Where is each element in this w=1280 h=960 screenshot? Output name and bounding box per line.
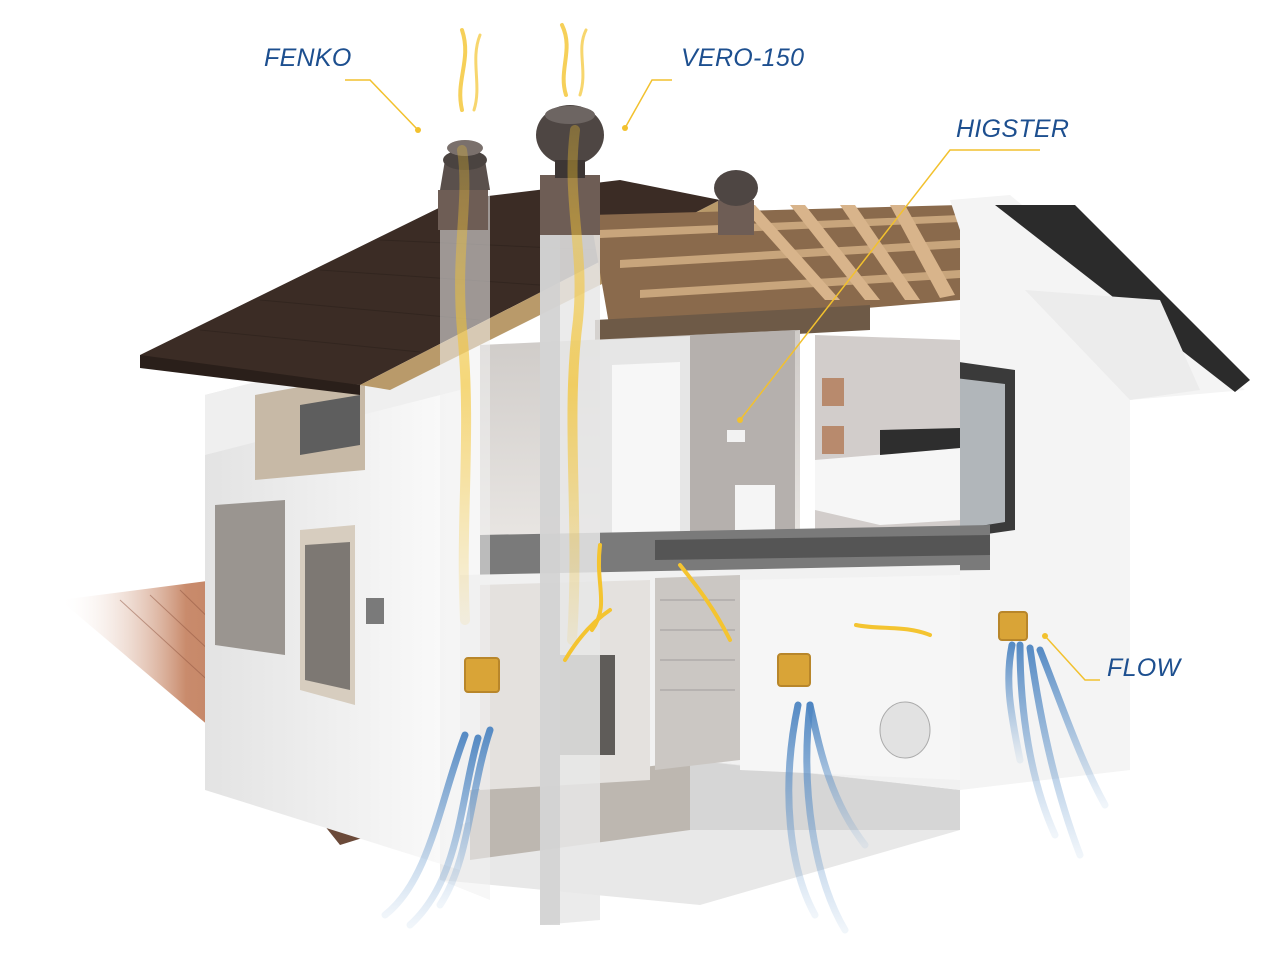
fenko-leader: [345, 79, 419, 131]
right-facade: [945, 195, 1250, 790]
higster-leader: [739, 149, 1040, 421]
roof-rafters: [590, 205, 960, 345]
higster-label: HIGSTER: [956, 115, 1070, 143]
exhaust-airflow: [455, 23, 932, 662]
controller-icon: [727, 430, 745, 442]
callout-leaders: [345, 79, 1100, 681]
left-facade: [205, 330, 460, 870]
vero-150-label: VERO-150: [681, 44, 805, 72]
vero-leader: [624, 79, 672, 129]
intake-airflow: [381, 641, 1109, 934]
lower-floor-interior: [460, 565, 960, 790]
wall-air-inlet-icon: [777, 653, 811, 687]
flow-leader: [1044, 635, 1100, 681]
fenko-label: FENKO: [264, 44, 352, 72]
flow-label: FLOW: [1107, 654, 1181, 682]
wall-air-inlet-icon: [998, 611, 1028, 641]
third-ventilator: [714, 170, 758, 235]
wall-vents: [464, 611, 1028, 693]
wall-air-inlet-icon: [464, 657, 500, 693]
